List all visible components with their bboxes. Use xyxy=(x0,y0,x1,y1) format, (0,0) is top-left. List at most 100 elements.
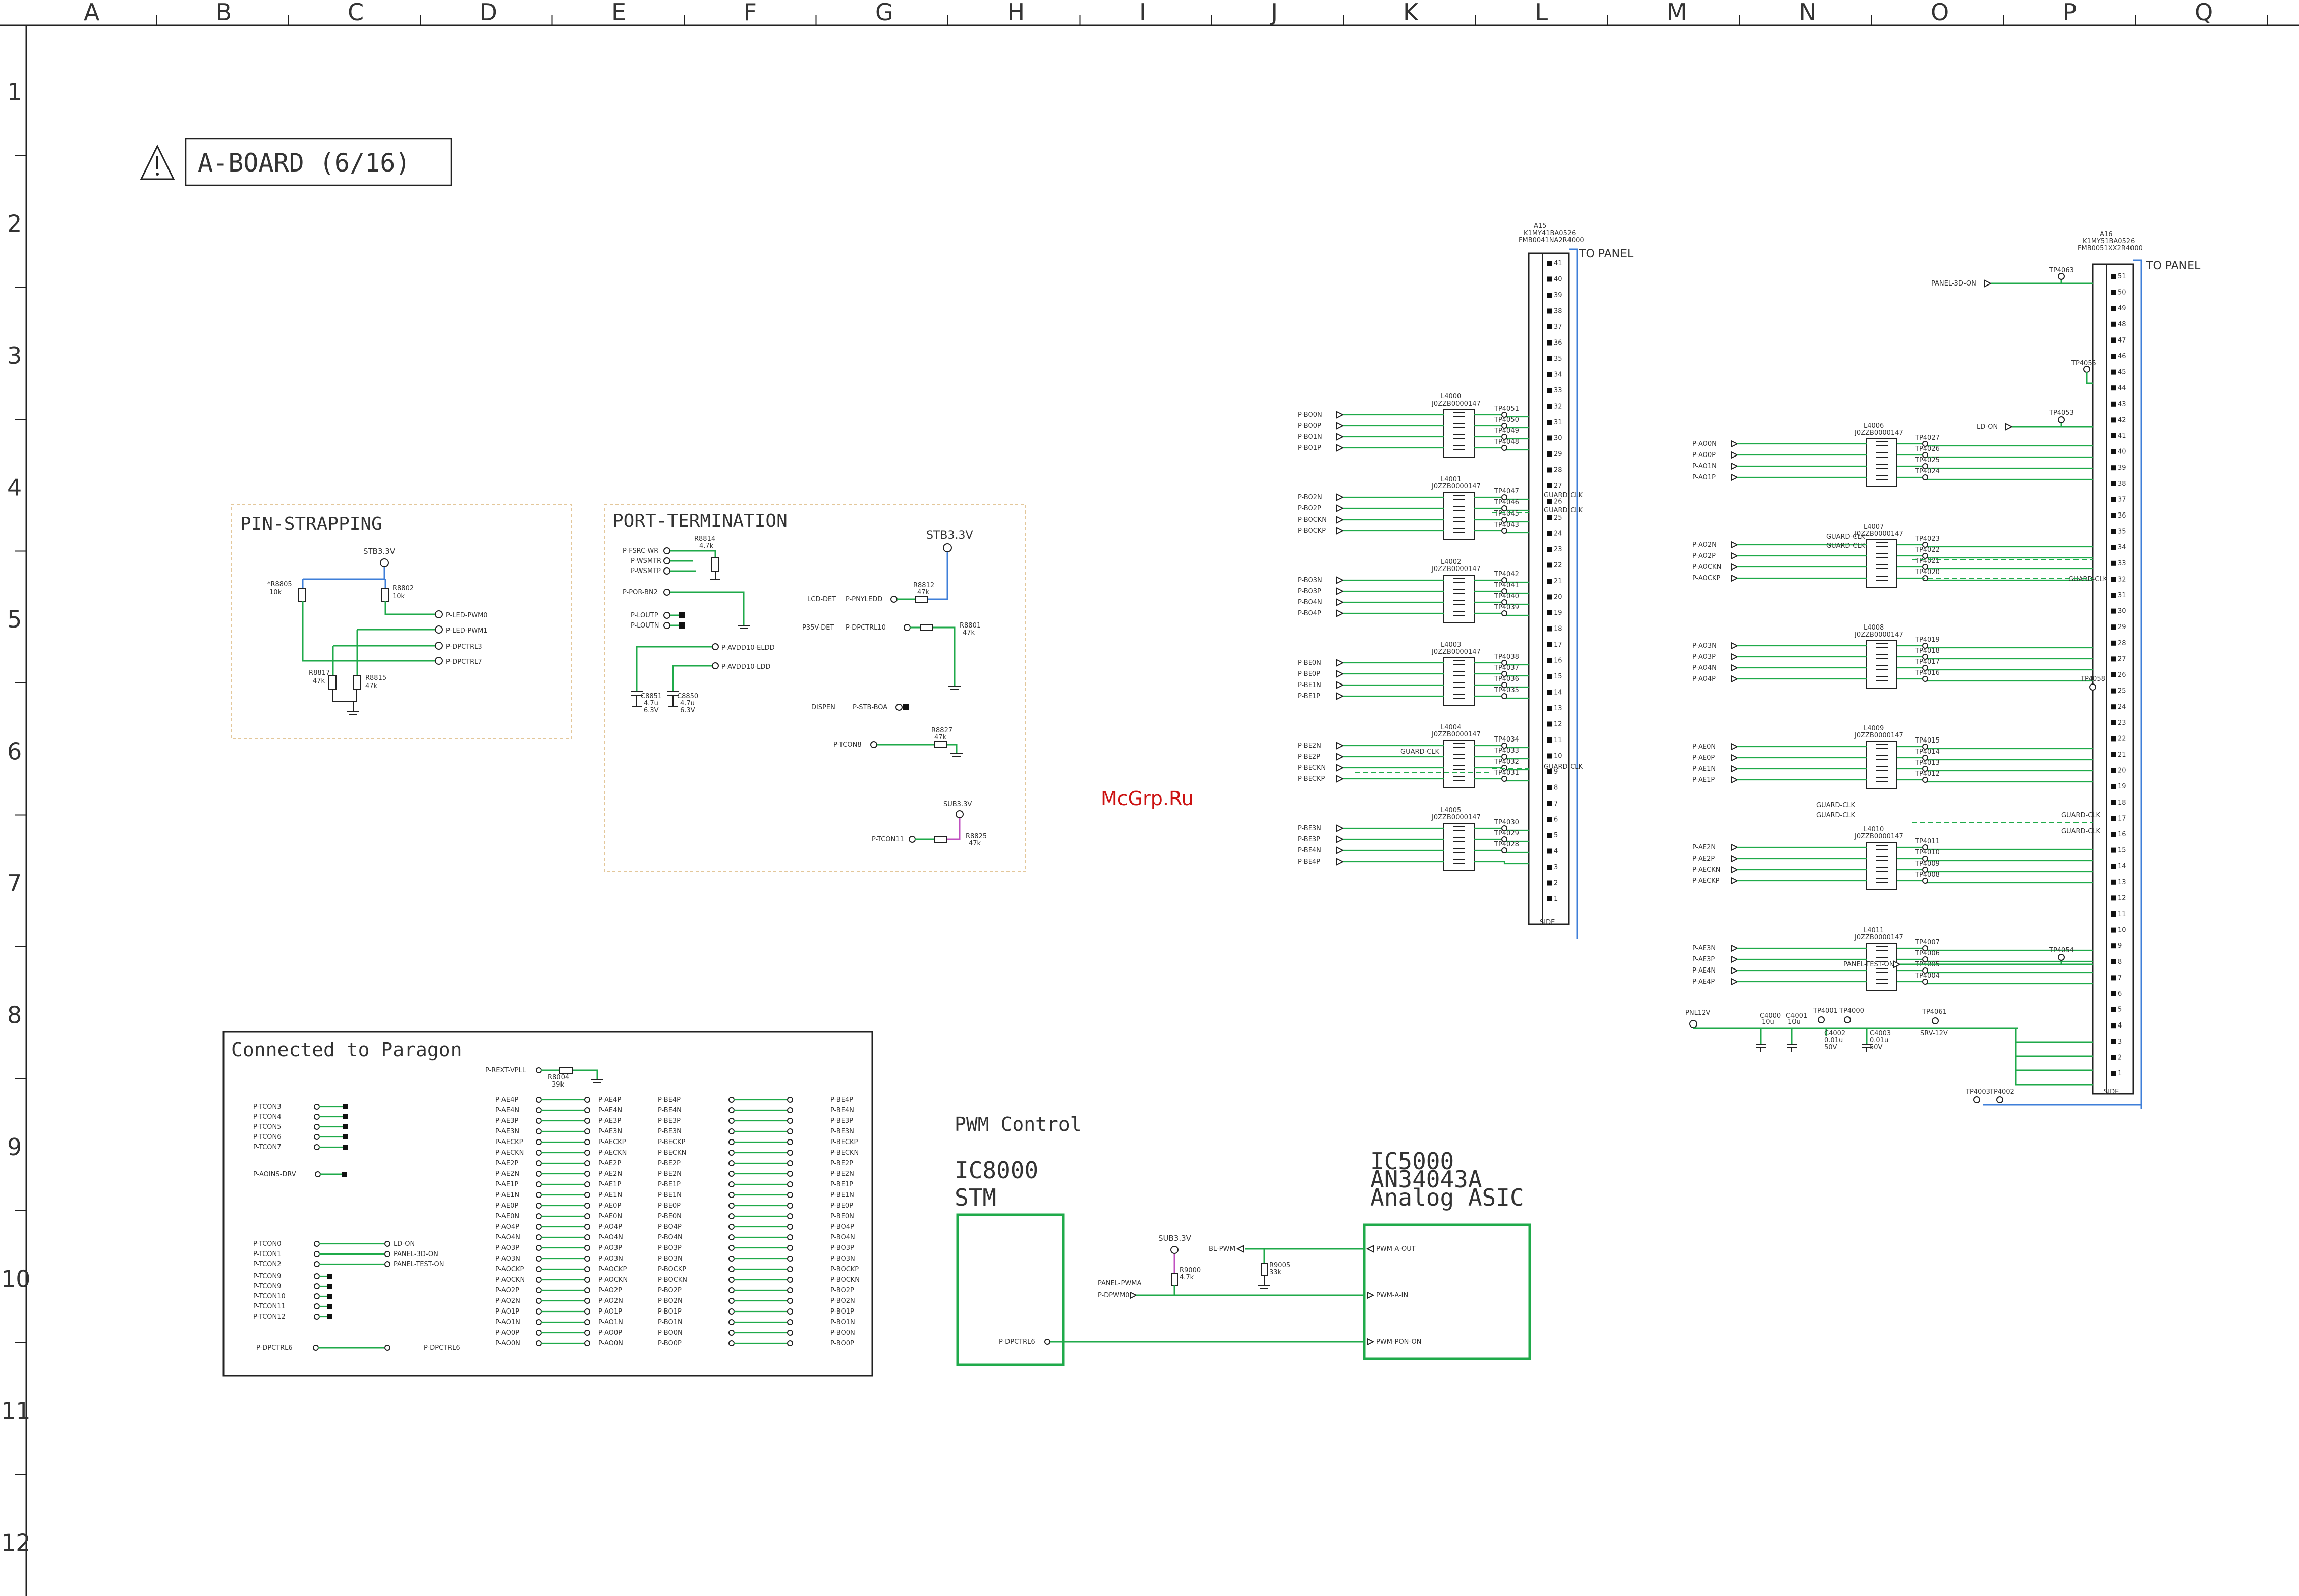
a15-part1: K1MY41BA0526 xyxy=(1524,230,1576,237)
test-point-label: TP4048 xyxy=(1494,438,1519,446)
connector-pin-number: 49 xyxy=(2118,305,2126,312)
connector-pin-number: 7 xyxy=(1554,800,1558,808)
be-net-right: P-BO0N xyxy=(830,1329,855,1337)
ic8000-body xyxy=(956,1213,1065,1366)
ao-net-right: P-AO4N xyxy=(598,1234,623,1241)
port-termination-supply2: SUB3.3V xyxy=(943,801,972,808)
test-point-label: TP4040 xyxy=(1494,593,1519,600)
connector-pin-number: 21 xyxy=(1554,578,1562,585)
column-label: H xyxy=(1007,0,1025,26)
connector-pin-number: 36 xyxy=(1554,339,1562,347)
net-fsrc-wr: P-FSRC-WR xyxy=(623,547,658,555)
row-label: 11 xyxy=(1,1397,31,1424)
lvds-net-label: P-BO3N xyxy=(1298,577,1322,584)
lvds-net-label: P-AE0N xyxy=(1692,743,1716,751)
connector-pin-number: 3 xyxy=(2118,1038,2122,1046)
r8817-value: 47k xyxy=(313,677,325,685)
ic8000-name: STM xyxy=(955,1184,996,1211)
ao-net-right: P-AO1P xyxy=(598,1308,622,1316)
c8850-value: 4.7u xyxy=(680,700,695,707)
filter-part: J0ZZB0000147 xyxy=(1854,429,1903,437)
lvds-net-label: P-AO2P xyxy=(1692,552,1716,560)
ao-net-right: P-AO0N xyxy=(598,1340,623,1347)
net-dpctrl6-pwm: P-DPCTRL6 xyxy=(999,1338,1035,1346)
net-dpwm0: P-DPWM0 xyxy=(1098,1292,1129,1299)
connector-pin-number: 37 xyxy=(2118,496,2126,503)
be-net-left: P-BO2P xyxy=(658,1287,682,1294)
net-panel-pwma: PANEL-PWMA xyxy=(1098,1280,1141,1287)
connector-pin-number: 42 xyxy=(2118,416,2126,424)
lvds-net-label: P-BOCKP xyxy=(1298,527,1326,535)
ao-net-right: P-AE3P xyxy=(598,1117,621,1125)
r8815-ref: R8815 xyxy=(365,674,386,682)
be-net-right: P-BOCKN xyxy=(830,1276,860,1284)
test-point-label: TP4006 xyxy=(1915,950,1940,957)
test-point-label: TP4023 xyxy=(1915,535,1940,543)
guard-clk-label: GUARD-CLK xyxy=(1400,748,1440,756)
lvds-net-label: P-AOCKP xyxy=(1692,575,1720,582)
test-point-label: TP4042 xyxy=(1494,571,1519,578)
test-point-label: TP4016 xyxy=(1915,669,1940,677)
lvds-net-label: P-AE1N xyxy=(1692,765,1716,773)
lvds-net-label: P-AO4P xyxy=(1692,675,1716,683)
be-net-right: P-BO1P xyxy=(830,1308,854,1316)
test-point-label: TP4004 xyxy=(1915,972,1940,980)
row-label: 10 xyxy=(1,1266,31,1293)
lvds-net-label: P-AE3P xyxy=(1692,956,1715,963)
connector-pin-number: 11 xyxy=(2118,910,2126,918)
be-net-left: P-BE2P xyxy=(658,1160,681,1167)
net-dpctrl10: P-DPCTRL10 xyxy=(846,624,886,632)
tp4053-label: TP4053 xyxy=(2049,409,2074,417)
test-point-label: TP4018 xyxy=(1915,647,1940,655)
net-dpctrl6-left: P-DPCTRL6 xyxy=(256,1344,293,1352)
a16-filters: L4006J0ZZB0000147P-AO0NTP4027P-AO0PTP402… xyxy=(1692,422,2108,991)
net-pnyledd: P-PNYLEDD xyxy=(846,596,882,603)
filter-part: J0ZZB0000147 xyxy=(1854,934,1903,941)
lvds-net-label: P-BO4P xyxy=(1298,610,1321,617)
tcon-net-label: P-TCON9 xyxy=(253,1283,282,1290)
lvds-net-label: P-BO1P xyxy=(1298,444,1321,452)
net-avdd10-ldd: P-AVDD10-LDD xyxy=(721,663,770,671)
column-label: A xyxy=(84,0,100,26)
r8827-value: 47k xyxy=(934,734,947,742)
tcon-net-label: P-TCON10 xyxy=(253,1293,286,1300)
ao-net-left: P-AE2N xyxy=(495,1170,519,1178)
connector-pin-number: 8 xyxy=(2118,958,2122,966)
a16-side: SIDE xyxy=(2104,1088,2119,1096)
connector-pin-number: 27 xyxy=(2118,655,2126,663)
be-net-left: P-BO3P xyxy=(658,1244,682,1252)
connected-title: Connected to Paragon xyxy=(231,1039,462,1061)
connector-pin-number: 39 xyxy=(1554,292,1562,299)
connector-pin-number: 17 xyxy=(2118,815,2126,822)
filter-ref: L4011 xyxy=(1864,927,1884,934)
lvds-net-label: P-BE0P xyxy=(1298,670,1320,678)
column-label: C xyxy=(348,0,364,26)
net-led-pwm0: P-LED-PWM0 xyxy=(446,612,488,619)
connector-pin-number: 41 xyxy=(2118,432,2126,440)
be-net-right: P-BO3N xyxy=(830,1255,855,1263)
lvds-net-label: P-AECKP xyxy=(1692,877,1720,885)
ao-net-right: P-AECKP xyxy=(598,1138,626,1146)
ao-net-left: P-AE2P xyxy=(495,1160,518,1167)
connector-pin-number: 18 xyxy=(2118,799,2126,807)
column-label: F xyxy=(744,0,757,26)
r8802-ref: R8802 xyxy=(392,585,414,592)
test-point-label: TP4008 xyxy=(1915,871,1940,879)
ao-net-right: P-AO4P xyxy=(598,1223,622,1231)
ao-net-right: P-AE4N xyxy=(598,1107,622,1114)
connector-pin-number: 33 xyxy=(1554,387,1562,394)
connector-pin-number: 28 xyxy=(2118,640,2126,647)
connector-pin-number: 14 xyxy=(1554,689,1562,697)
connector-pin-number: 41 xyxy=(1554,260,1562,267)
warning-triangle-icon xyxy=(140,144,175,180)
connector-pin-number: 45 xyxy=(2118,369,2126,376)
connector-pin-number: 8 xyxy=(1554,784,1558,792)
row-label: 8 xyxy=(7,1002,22,1029)
r8825-ref: R8825 xyxy=(966,833,987,840)
filter-part: J0ZZB0000147 xyxy=(1854,833,1903,840)
connector-pin-number: 2 xyxy=(2118,1054,2122,1061)
connector-pin-number: 21 xyxy=(2118,751,2126,759)
tcon-net-label: P-TCON12 xyxy=(253,1313,286,1321)
net-pnl12v: PNL12V xyxy=(1685,1009,1710,1017)
